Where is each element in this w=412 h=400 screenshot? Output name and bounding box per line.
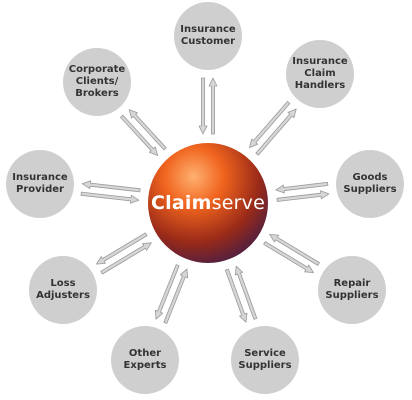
arrow-out-service-suppliers: [224, 268, 248, 323]
node-circle-goods-suppliers: [336, 150, 404, 218]
arrow-out-other-experts: [154, 264, 180, 320]
arrow-in-corporate-clients-brokers: [120, 114, 159, 156]
arrow-in-insurance-customer: [198, 77, 208, 135]
node-circle-repair-suppliers: [318, 256, 386, 324]
arrow-out-goods-suppliers: [276, 190, 330, 202]
arrow-out-repair-suppliers: [263, 241, 314, 274]
arrow-in-goods-suppliers: [275, 181, 329, 194]
arrow-out-insurance-customer: [208, 77, 218, 135]
claimserve-hub-circle: [148, 143, 268, 263]
arrows-layer: [80, 77, 330, 324]
arrow-out-insurance-claim-handlers: [255, 108, 297, 156]
node-circle-insurance-claim-handlers: [286, 40, 354, 108]
nodes-layer: [6, 2, 404, 394]
node-circle-service-suppliers: [231, 326, 299, 394]
arrow-in-insurance-provider: [80, 191, 140, 204]
arrow-in-repair-suppliers: [269, 233, 320, 266]
arrow-in-other-experts: [163, 268, 189, 324]
arrow-in-loss-adjusters: [100, 242, 152, 275]
arrow-out-corporate-clients-brokers: [128, 109, 167, 151]
arrow-in-insurance-claim-handlers: [249, 101, 291, 149]
node-circle-loss-adjusters: [29, 256, 97, 324]
node-circle-other-experts: [111, 326, 179, 394]
arrow-out-loss-adjusters: [96, 232, 148, 265]
node-circle-corporate-clients-brokers: [63, 48, 131, 116]
node-circle-insurance-customer: [174, 2, 242, 70]
arrow-out-insurance-provider: [81, 180, 141, 193]
node-circle-insurance-provider: [6, 150, 74, 218]
arrow-in-service-suppliers: [234, 265, 258, 320]
